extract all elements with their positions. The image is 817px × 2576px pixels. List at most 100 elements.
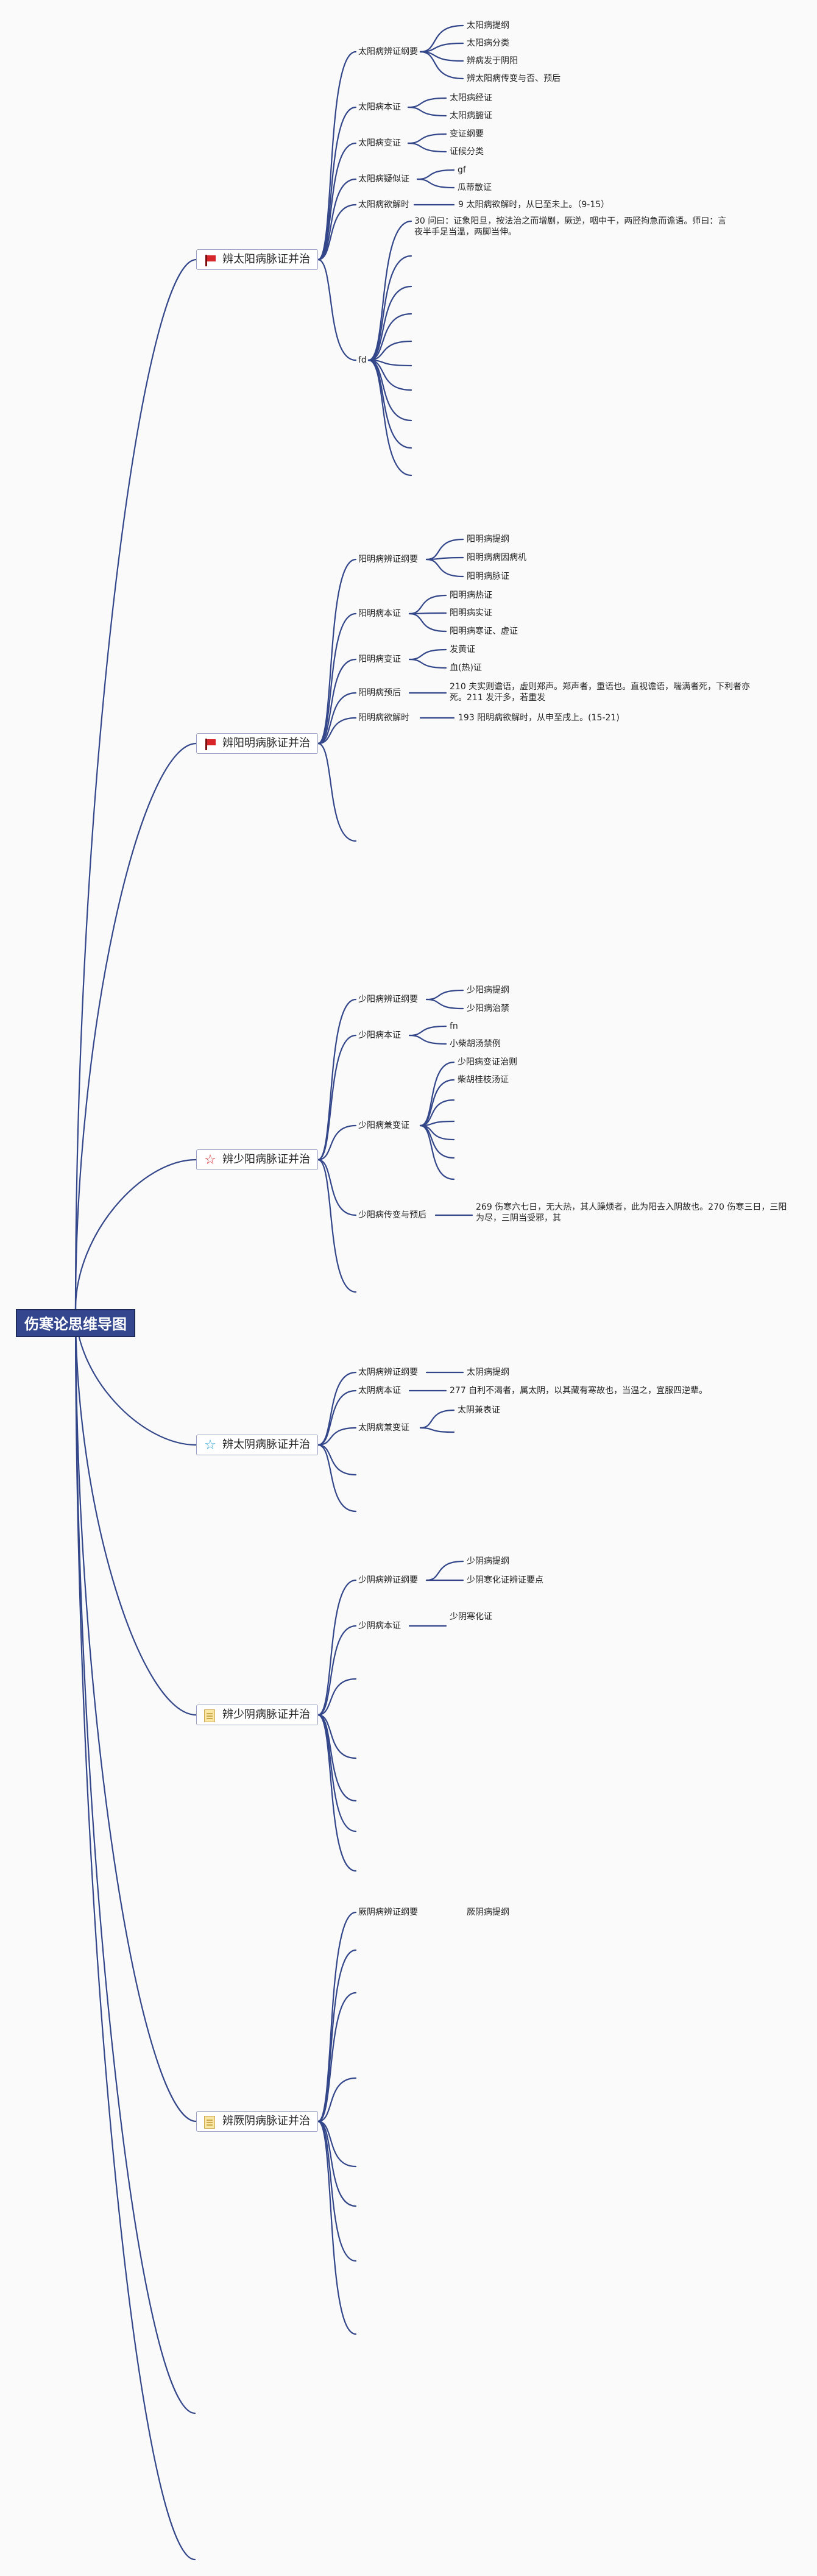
connector-line bbox=[317, 2120, 357, 2335]
leaf-label[interactable]: gf bbox=[458, 165, 466, 175]
leaf-label[interactable]: 少阴寒化证辨证要点 bbox=[467, 1575, 543, 1585]
branch-taiyin[interactable]: ☆ 辨太阴病脉证并治 bbox=[196, 1435, 318, 1455]
topic-label[interactable]: 太阳病欲解时 bbox=[358, 200, 409, 210]
connector-line bbox=[416, 169, 455, 180]
blue-star-outline-icon: ☆ bbox=[204, 1438, 216, 1453]
leaf-label[interactable]: 证候分类 bbox=[450, 147, 484, 157]
connector-line bbox=[317, 106, 357, 261]
connector-line bbox=[317, 658, 357, 745]
leaf-label[interactable]: 210 夫实则谵语，虚则郑声。郑声者，重语也。直视谵语，喘满者死，下利者亦死。2… bbox=[450, 682, 751, 703]
connector-line bbox=[74, 258, 197, 1310]
topic-label[interactable]: 太阳病辨证纲要 bbox=[358, 47, 418, 57]
connector-line bbox=[74, 1158, 197, 1310]
leaf-label[interactable]: 少阳病提纲 bbox=[467, 985, 509, 995]
topic-label[interactable]: 太阳病变证 bbox=[358, 138, 401, 148]
topic-label[interactable]: fd bbox=[358, 355, 367, 365]
leaf-label[interactable]: 太阳病腑证 bbox=[450, 111, 492, 121]
leaf-label[interactable]: 厥阴病提纲 bbox=[467, 1907, 509, 1917]
connector-line bbox=[407, 133, 447, 144]
leaf-label[interactable]: 发黄证 bbox=[450, 645, 475, 655]
connector-line bbox=[317, 1992, 357, 2123]
leaf-label[interactable]: 193 阳明病欲解时，从申至戌上。(15-21) bbox=[458, 713, 620, 723]
topic-label[interactable]: 太阴病本证 bbox=[358, 1386, 401, 1396]
connector-line bbox=[419, 1124, 455, 1180]
connector-line bbox=[367, 255, 412, 361]
topic-label[interactable]: 阳明病预后 bbox=[358, 688, 401, 698]
branch-yangming[interactable]: 辨阳明病脉证并治 bbox=[196, 733, 318, 754]
leaf-label[interactable]: 阳明病病因病机 bbox=[467, 553, 526, 562]
leaf-label[interactable]: 瓜蒂散证 bbox=[458, 183, 492, 193]
leaf-label[interactable]: 太阴兼表证 bbox=[458, 1405, 500, 1415]
connector-line bbox=[317, 178, 357, 261]
connector-line bbox=[408, 594, 447, 615]
topic-label[interactable]: 太阳病疑似证 bbox=[358, 174, 409, 184]
red-star-outline-icon: ☆ bbox=[204, 1152, 216, 1168]
topic-label[interactable]: 太阴病辨证纲要 bbox=[358, 1368, 418, 1377]
connector-line bbox=[317, 1714, 357, 1872]
topic-label[interactable]: 少阳病传变与预后 bbox=[358, 1210, 426, 1220]
leaf-label[interactable]: 9 太阳病欲解时，从巳至未上。（9-15） bbox=[458, 200, 610, 210]
topic-label[interactable]: 少阴病辨证纲要 bbox=[358, 1575, 418, 1585]
leaf-label[interactable]: 太阳病经证 bbox=[450, 93, 492, 103]
connector-line bbox=[407, 97, 447, 108]
root-node[interactable]: 伤寒论思维导图 bbox=[16, 1309, 135, 1337]
connector-line bbox=[317, 1625, 357, 1716]
connector-line bbox=[416, 178, 455, 189]
leaf-label[interactable]: 277 自利不渴者，属太阴，以其藏有寒故也，当温之，宜服四逆辈。 bbox=[450, 1386, 708, 1396]
branch-taiyang[interactable]: 辨太阳病脉证并治 bbox=[196, 249, 318, 270]
leaf-label[interactable]: fn bbox=[450, 1021, 458, 1031]
leaf-label[interactable]: 少阳病变证治则 bbox=[458, 1057, 517, 1067]
leaf-label[interactable]: 太阳病提纲 bbox=[467, 21, 509, 30]
leaf-label[interactable]: 30 问曰：证象阳旦，按法治之而增剧，厥逆，咽中干，两胫拘急而谵语。师曰：言夜半… bbox=[414, 216, 727, 237]
topic-label[interactable]: 太阳病本证 bbox=[358, 102, 401, 112]
leaf-label[interactable]: 变证纲要 bbox=[450, 129, 484, 139]
connector-line bbox=[408, 658, 447, 669]
topic-label[interactable]: 太阴病兼变证 bbox=[358, 1423, 409, 1433]
connector-line bbox=[425, 998, 464, 1010]
topic-label[interactable]: 阳明病辨证纲要 bbox=[358, 555, 418, 564]
connector-line bbox=[407, 106, 447, 117]
connector-line bbox=[317, 2120, 357, 2168]
leaf-label[interactable]: 血(热)证 bbox=[450, 663, 482, 673]
leaf-label[interactable]: 小柴胡汤禁例 bbox=[450, 1039, 501, 1049]
connector-line bbox=[74, 742, 197, 1310]
connector-line bbox=[317, 1714, 357, 1833]
connector-line bbox=[317, 2077, 357, 2123]
leaf-label[interactable]: 少阴寒化证 bbox=[450, 1612, 492, 1622]
connector-line bbox=[408, 612, 447, 633]
leaf-label[interactable]: 少阴病提纲 bbox=[467, 1556, 509, 1566]
connector-line bbox=[317, 1911, 357, 2123]
leaf-label[interactable]: 太阳病分类 bbox=[467, 38, 509, 48]
topic-label[interactable]: 少阴病本证 bbox=[358, 1621, 401, 1631]
branch-jueyin[interactable]: 辨厥阴病脉证并治 bbox=[196, 2111, 318, 2132]
leaf-label[interactable]: 少阳病治禁 bbox=[467, 1004, 509, 1013]
leaf-label[interactable]: 阳明病寒证、虚证 bbox=[450, 626, 518, 636]
leaf-label[interactable]: 辨太阳病传变与否、预后 bbox=[467, 74, 561, 83]
connector-line bbox=[317, 2120, 357, 2262]
connector-line bbox=[367, 285, 412, 361]
branch-shaoyin[interactable]: 辨少阴病脉证并治 bbox=[196, 1705, 318, 1725]
branch-shaoyang[interactable]: ☆ 辨少阳病脉证并治 bbox=[196, 1149, 318, 1170]
connector-line bbox=[317, 1158, 357, 1216]
topic-label[interactable]: 阳明病变证 bbox=[358, 655, 401, 664]
connector-line bbox=[419, 1409, 455, 1429]
leaf-label[interactable]: 阳明病实证 bbox=[450, 608, 492, 618]
topic-label[interactable]: 厥阴病辨证纲要 bbox=[358, 1907, 418, 1917]
leaf-label[interactable]: 辨病发于阴阳 bbox=[467, 56, 518, 66]
connector-line bbox=[367, 359, 412, 422]
topic-label[interactable]: 阳明病本证 bbox=[358, 609, 401, 619]
leaf-label[interactable]: 柴胡桂枝汤证 bbox=[458, 1075, 509, 1085]
connector-line bbox=[367, 340, 412, 361]
leaf-label[interactable]: 阳明病脉证 bbox=[467, 572, 509, 581]
leaf-label[interactable]: 太阴病提纲 bbox=[467, 1368, 509, 1377]
topic-label[interactable]: 阳明病欲解时 bbox=[358, 713, 409, 723]
connector-line bbox=[419, 51, 464, 80]
leaf-label[interactable]: 阳明病热证 bbox=[450, 591, 492, 600]
leaf-label[interactable]: 阳明病提纲 bbox=[467, 534, 509, 544]
topic-label[interactable]: 少阳病本证 bbox=[358, 1031, 401, 1040]
topic-label[interactable]: 少阳病兼变证 bbox=[358, 1121, 409, 1130]
topic-label[interactable]: 少阳病辨证纲要 bbox=[358, 995, 418, 1004]
connector-line bbox=[317, 742, 357, 842]
leaf-label[interactable]: 269 伤寒六七日，无大热，其人躁烦者，此为阳去入阴故也。270 伤寒三日，三阳… bbox=[476, 1202, 787, 1223]
